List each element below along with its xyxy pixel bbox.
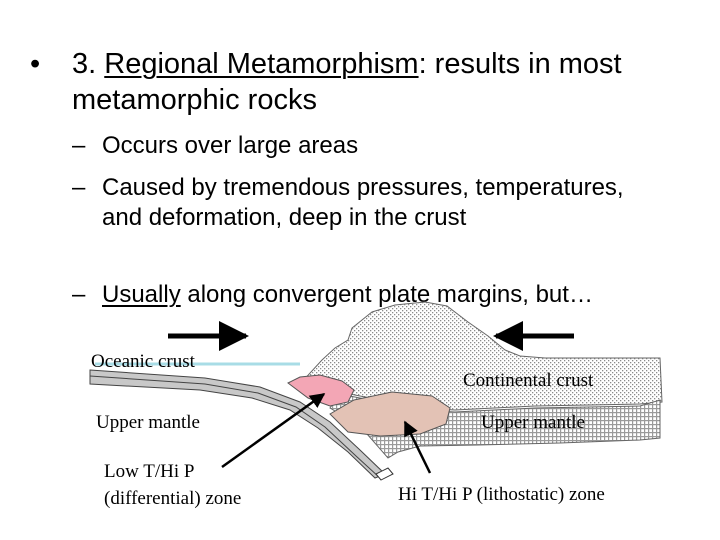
oceanic-plate-stripe [89,375,381,479]
pointer-arrow-hi-t [403,420,432,474]
usually-word: Usually [102,281,181,308]
label-hi-t: Hi T/Hi P (lithostatic) zone [398,484,605,505]
label-upper-mantle-left: Upper mantle [96,412,200,433]
bullet-dot: • [30,48,41,80]
continental-crust [299,301,663,411]
label-low-t-line1: Low T/Hi P [104,461,194,482]
hi-t-zone [329,391,451,437]
sub-dash: – [72,174,86,201]
sub-point-3: – Usually along convergent plate margins… [72,280,712,310]
sub-point-1: – Occurs over large areas [72,131,712,161]
pointer-arrow-low-t [221,392,326,469]
subduction-diagram: Oceanic crust Continental crust Upper ma… [89,301,663,509]
slab-tip [375,467,394,481]
heading-number: 3. [72,48,105,80]
heading-rest: : results in most metamorphic rocks [72,48,622,116]
sub-dash: – [72,281,86,308]
label-low-t-line2: (differential) zone [104,488,241,509]
label-continental-crust: Continental crust [463,370,594,391]
sub-dash: – [72,132,86,159]
sub-point-2: – Caused by tremendous pressures, temper… [72,173,712,233]
sub-point-text: Occurs over large areas [102,132,359,159]
label-upper-mantle-right: Upper mantle [481,412,585,433]
sub-point-text: Usually along convergent plate margins, … [72,280,712,310]
oceanic-plate [89,369,386,479]
sub-point-rest: along convergent plate margins, but… [180,281,593,308]
label-oceanic-crust: Oceanic crust [91,351,196,372]
heading-term: Regional Metamorphism [104,48,419,80]
sub-point-text: Caused by tremendous pressures, temperat… [102,174,624,231]
heading-bullet: • 3. Regional Metamorphism: results in m… [30,46,700,118]
heading-text: 3. Regional Metamorphism: results in mos… [30,46,700,118]
